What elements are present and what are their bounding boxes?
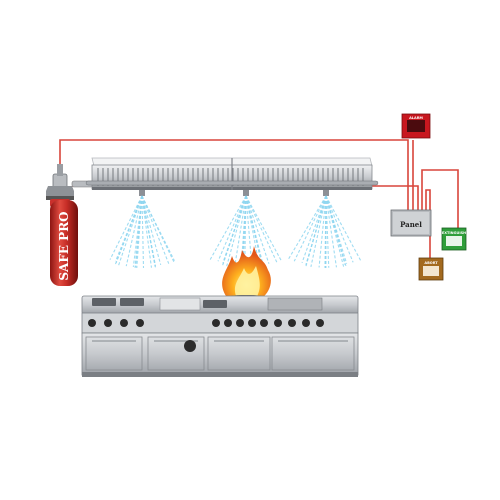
cylinder-neck bbox=[46, 186, 74, 197]
spray-stream bbox=[141, 195, 170, 264]
control-knob bbox=[302, 319, 310, 327]
pipe-cylinder-to-panel bbox=[59, 139, 409, 210]
spray-stream bbox=[245, 195, 264, 265]
control-knob bbox=[316, 319, 324, 327]
burner-row bbox=[92, 297, 323, 311]
spray-stream bbox=[301, 195, 327, 263]
spray-stream bbox=[325, 195, 354, 263]
alarm-bell-device: ALARM bbox=[401, 113, 431, 139]
brown-station-label: ABORT bbox=[424, 261, 438, 265]
flat-top-plate bbox=[267, 297, 323, 311]
spray-stream bbox=[325, 195, 348, 264]
manual-release-station-green: EXTINGUISH bbox=[441, 227, 467, 251]
spray-stream bbox=[114, 195, 143, 265]
spray-stream bbox=[293, 195, 327, 262]
spray-stream bbox=[318, 195, 327, 268]
griddle-plate bbox=[159, 297, 201, 311]
spray-stream bbox=[217, 195, 247, 262]
nozzle-spray-group bbox=[109, 190, 362, 269]
spray-nozzle-1 bbox=[109, 190, 175, 269]
nozzle-head bbox=[323, 190, 329, 196]
spray-stream bbox=[209, 195, 247, 260]
spray-stream bbox=[118, 195, 143, 266]
burner-grate bbox=[92, 298, 116, 306]
spray-stream bbox=[141, 195, 153, 268]
cylinder-valve bbox=[52, 173, 68, 189]
spray-stream bbox=[305, 195, 327, 267]
spray-stream bbox=[324, 195, 327, 268]
flame-inner bbox=[234, 266, 260, 298]
agent-cylinder: SAFE PRO bbox=[46, 164, 78, 286]
exhaust-hood bbox=[85, 157, 379, 190]
nozzle-head bbox=[243, 190, 249, 196]
control-knob bbox=[224, 319, 232, 327]
cabinet-door bbox=[207, 336, 271, 371]
spray-stream bbox=[222, 195, 247, 266]
plinth bbox=[82, 372, 358, 377]
spray-stream bbox=[141, 195, 145, 268]
control-knob bbox=[236, 319, 244, 327]
cylinder-valve-stem bbox=[57, 164, 63, 176]
control-knob bbox=[120, 319, 128, 327]
control-knob bbox=[288, 319, 296, 327]
oven-control-dial bbox=[184, 340, 196, 352]
cylinder-collar bbox=[46, 196, 74, 200]
green-station-label: EXTINGUISH bbox=[442, 231, 466, 235]
spray-stream bbox=[226, 195, 247, 267]
spray-stream bbox=[234, 195, 247, 267]
control-knob bbox=[136, 319, 144, 327]
spray-nozzle-2 bbox=[209, 190, 282, 269]
spray-stream bbox=[325, 195, 337, 268]
control-knob bbox=[248, 319, 256, 327]
spray-stream bbox=[245, 195, 253, 268]
spray-nozzle-3 bbox=[287, 190, 362, 268]
control-panel: Panel bbox=[390, 209, 432, 237]
manual-abort-station-brown: ABORT bbox=[418, 257, 444, 281]
control-knob-row bbox=[88, 319, 324, 327]
spray-stream bbox=[141, 195, 162, 265]
control-knob bbox=[212, 319, 220, 327]
cabinet-door bbox=[271, 336, 355, 371]
cylinder-body bbox=[50, 200, 78, 286]
spray-stream bbox=[245, 195, 278, 263]
nozzle-head bbox=[139, 190, 145, 196]
cylinder-brand-label: SAFE PRO bbox=[57, 211, 71, 280]
control-knob bbox=[88, 319, 96, 327]
cabinet-door bbox=[147, 336, 205, 371]
burner-grate bbox=[120, 298, 144, 306]
spray-stream bbox=[244, 195, 247, 268]
spray-stream bbox=[141, 195, 175, 261]
burner-grate bbox=[203, 300, 227, 308]
spray-stream bbox=[325, 195, 362, 261]
spray-stream bbox=[136, 195, 143, 269]
spray-stream bbox=[125, 195, 143, 267]
control-knob bbox=[104, 319, 112, 327]
suppression-pipe-rail bbox=[85, 180, 379, 186]
control-knob bbox=[260, 319, 268, 327]
cabinet-base bbox=[81, 332, 359, 376]
spray-stream bbox=[310, 195, 327, 268]
spray-stream bbox=[141, 195, 157, 266]
spray-stream bbox=[245, 195, 270, 264]
control-panel-label: Panel bbox=[400, 220, 422, 229]
pipe-green-station bbox=[421, 169, 459, 228]
cooking-line bbox=[81, 295, 359, 377]
spray-stream bbox=[287, 195, 327, 260]
alarm-label: ALARM bbox=[409, 116, 423, 120]
spray-stream bbox=[325, 195, 330, 268]
cabinet-door bbox=[85, 336, 143, 371]
spray-stream bbox=[245, 195, 282, 261]
control-knob bbox=[274, 319, 282, 327]
spray-stream bbox=[109, 195, 143, 260]
